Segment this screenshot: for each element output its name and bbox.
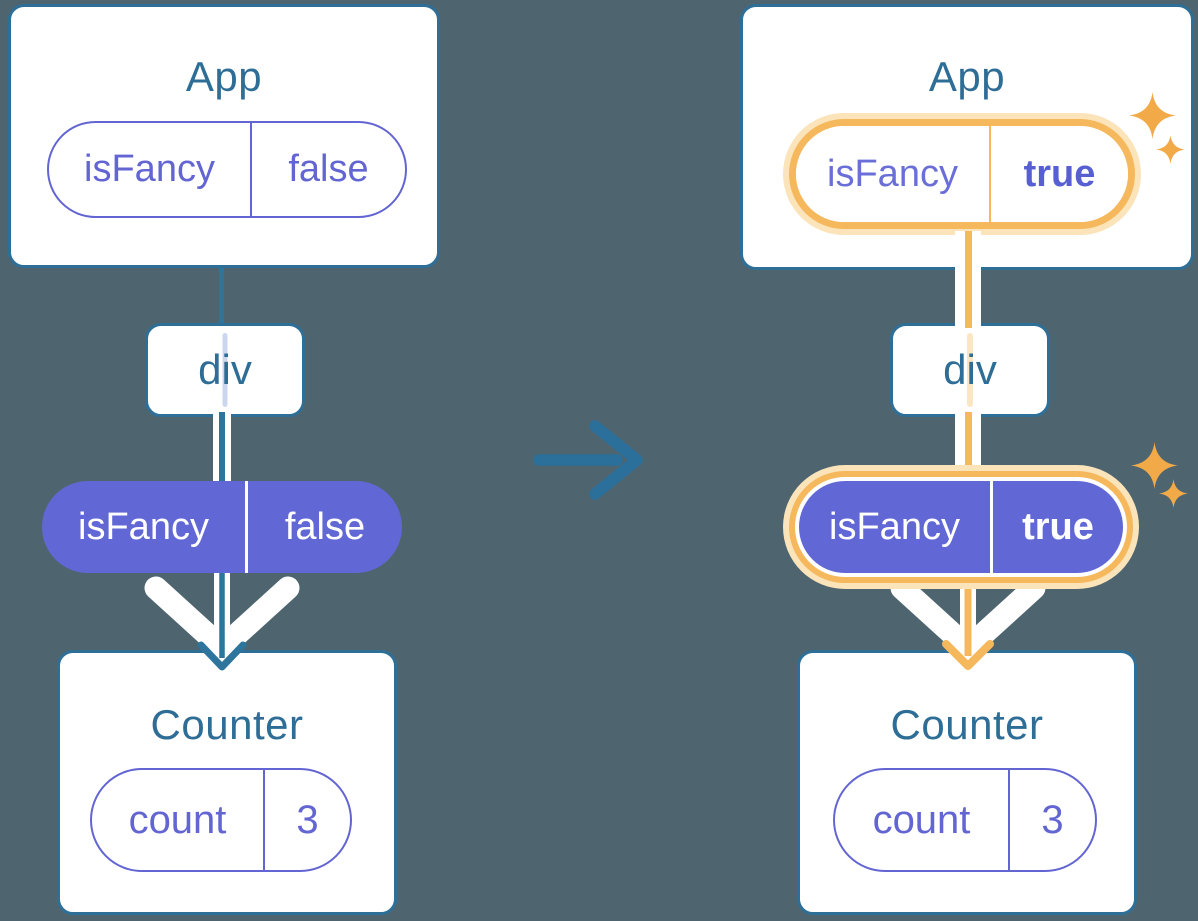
prop-pill-highlight-halo: isFancy true bbox=[783, 113, 1141, 235]
prop-value: true bbox=[1023, 152, 1096, 195]
connector-app-to-div bbox=[955, 231, 981, 328]
passed-prop-value: false bbox=[284, 505, 366, 548]
prop-name: isFancy bbox=[796, 126, 991, 222]
state-name: count bbox=[835, 770, 1010, 870]
prop-pill-isfancy: isFancy false bbox=[47, 121, 407, 218]
connector-div-to-prop bbox=[213, 412, 231, 484]
div-label: div bbox=[198, 346, 252, 393]
passed-prop-name: isFancy bbox=[42, 481, 248, 573]
right-arrow-icon bbox=[533, 420, 643, 500]
counter-title: Counter bbox=[890, 701, 1044, 748]
div-node-after: div bbox=[890, 323, 1050, 417]
sparkle-icon bbox=[1131, 442, 1178, 489]
down-chevron-arrow-icon bbox=[144, 568, 300, 671]
connector-div-to-prop bbox=[955, 412, 981, 472]
connector-app-to-div bbox=[219, 264, 224, 326]
connector-core-line bbox=[219, 412, 225, 484]
app-title: App bbox=[928, 53, 1006, 100]
passed-prop-value: true bbox=[1022, 505, 1094, 548]
state-pill-count: count 3 bbox=[833, 768, 1097, 872]
state-name: count bbox=[92, 770, 265, 870]
state-pill-count: count 3 bbox=[90, 768, 352, 872]
counter-card-after: Counter count 3 bbox=[797, 650, 1137, 915]
prop-flow-line bbox=[222, 333, 228, 407]
counter-card-before: Counter count 3 bbox=[57, 650, 397, 915]
app-card-after: App isFancy true bbox=[740, 4, 1194, 270]
state-value: 3 bbox=[1041, 797, 1064, 842]
div-node-before: div bbox=[145, 323, 305, 417]
app-title: App bbox=[185, 53, 263, 100]
passed-prop-pill: isFancy true bbox=[799, 481, 1123, 573]
passed-prop-name: isFancy bbox=[799, 481, 993, 573]
counter-title: Counter bbox=[150, 701, 304, 748]
sparkle-icon bbox=[1159, 479, 1188, 508]
passed-prop-highlight-halo: isFancy true bbox=[783, 465, 1139, 589]
passed-prop-highlight-ring: isFancy true bbox=[789, 471, 1133, 583]
sparkle-icon bbox=[1129, 92, 1176, 139]
passed-prop-pill: isFancy false bbox=[42, 481, 402, 573]
prop-pill-highlight-ring: isFancy true bbox=[789, 119, 1135, 229]
state-value: 3 bbox=[296, 797, 319, 842]
app-card-before: App isFancy false bbox=[8, 4, 440, 268]
prop-flow-line bbox=[967, 333, 973, 407]
div-label: div bbox=[943, 346, 997, 393]
connector-core-line bbox=[964, 231, 972, 328]
prop-name: isFancy bbox=[49, 123, 252, 216]
down-chevron-arrow-icon bbox=[890, 576, 1046, 670]
prop-value: false bbox=[288, 148, 369, 190]
sparkle-icon bbox=[1156, 135, 1185, 164]
prop-pill-isfancy: isFancy true bbox=[796, 126, 1128, 222]
connector-core-line bbox=[964, 412, 972, 472]
